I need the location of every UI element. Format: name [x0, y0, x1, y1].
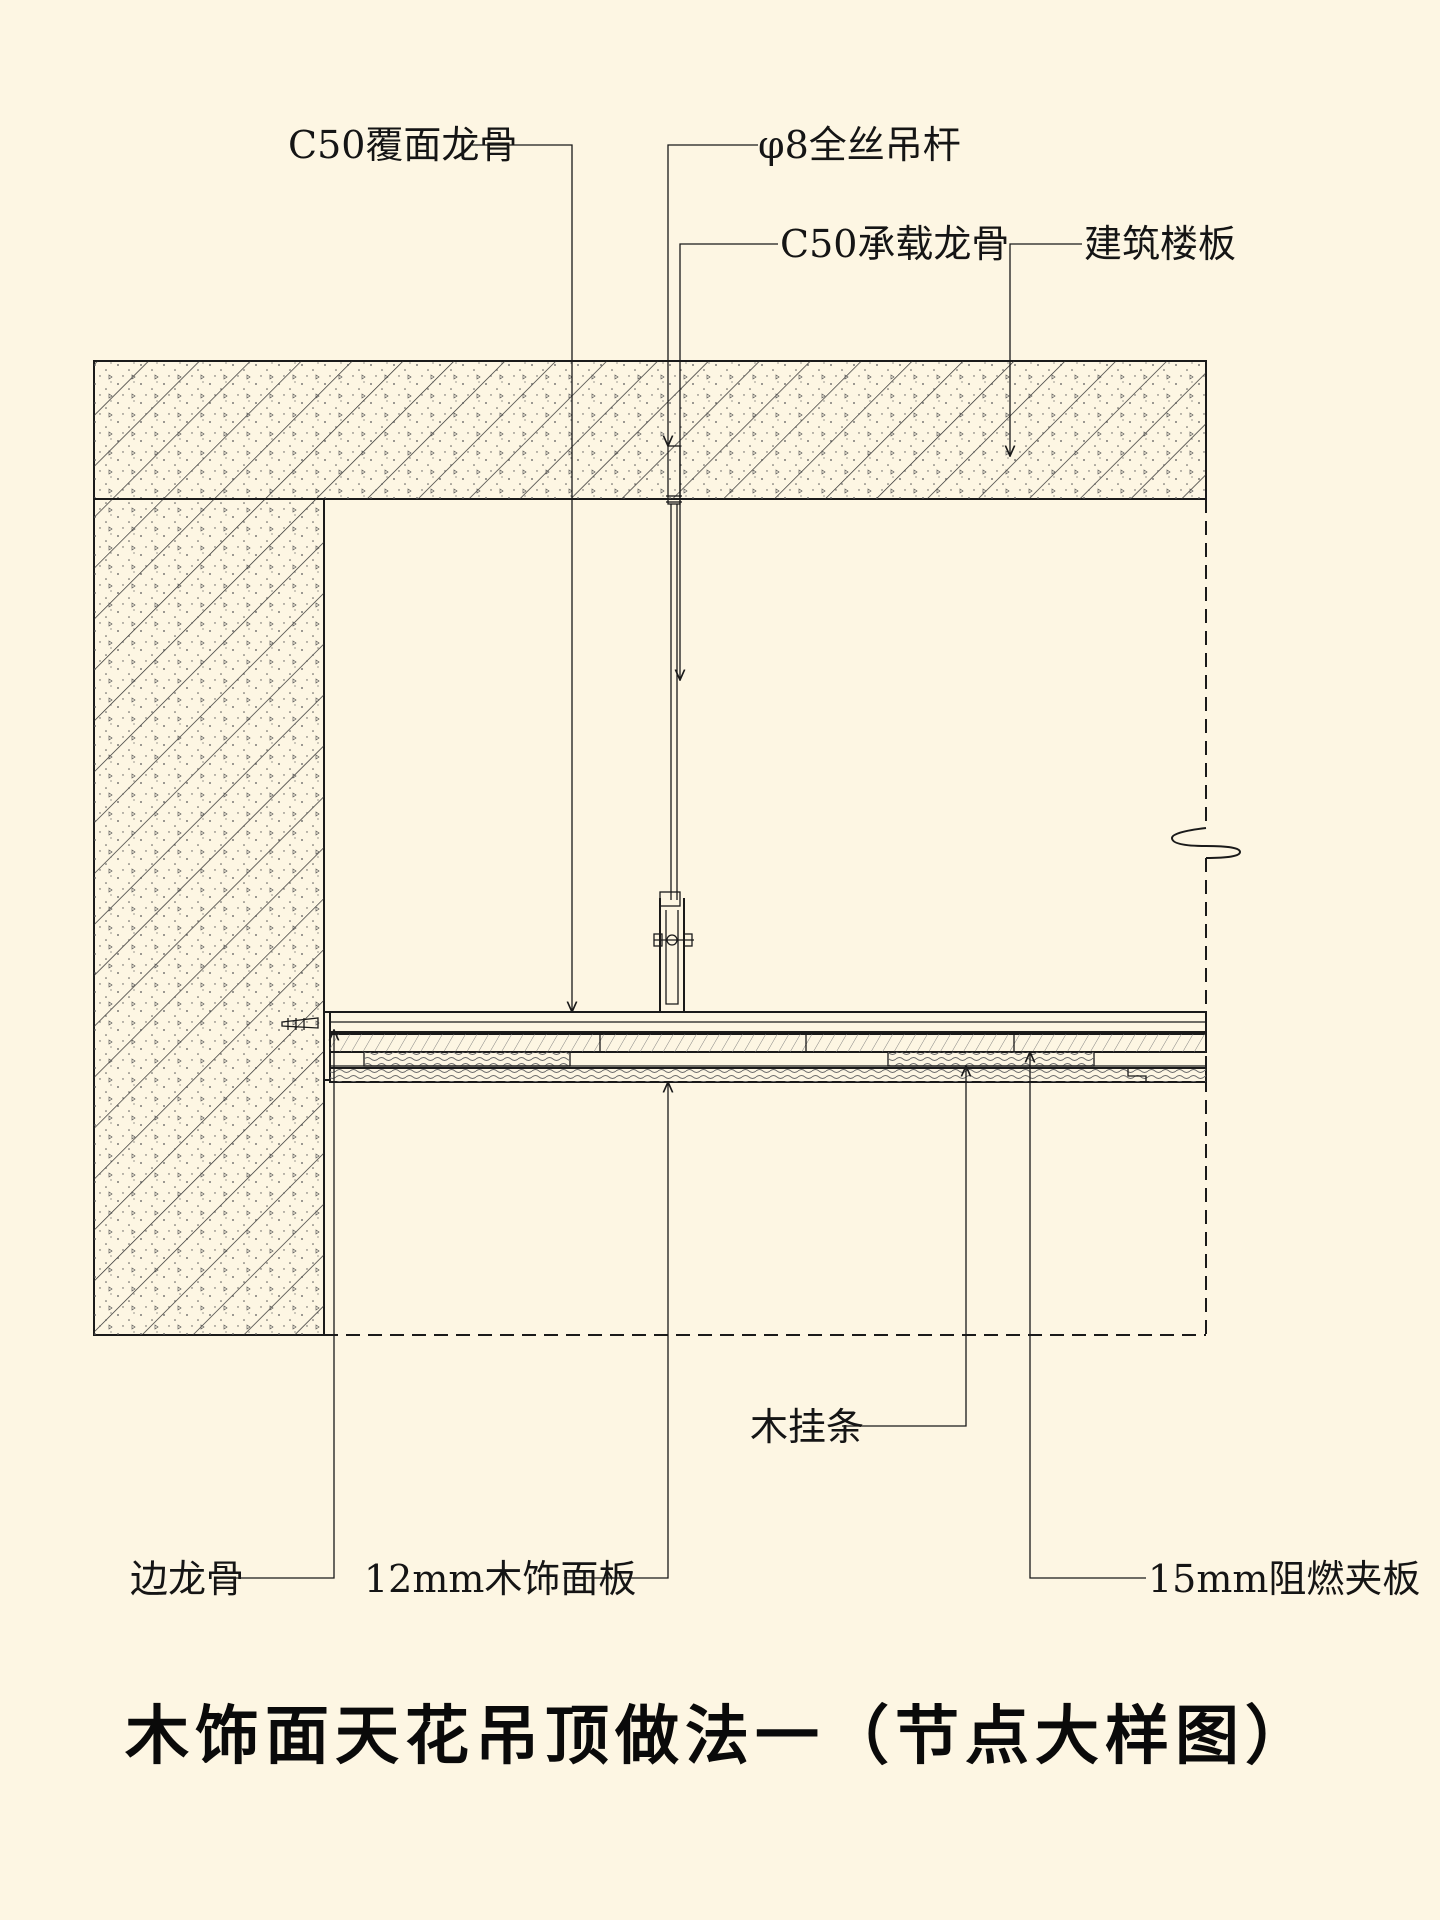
label-edge-keel: 边龙骨 [130, 1557, 244, 1601]
wood-panel-layer [329, 1067, 1207, 1083]
cover-keel [329, 1011, 1207, 1033]
edge-keel [281, 1011, 331, 1081]
label-hanger-rod: φ8全丝吊杆 [758, 123, 961, 167]
diagram-title: 木饰面天花吊顶做法一（节点大样图） [125, 1700, 1315, 1774]
label-bearing-keel: C50承载龙骨 [780, 222, 1009, 266]
wall-column [93, 498, 325, 1336]
hanger-rod [666, 445, 682, 900]
wood-battens [330, 1051, 1206, 1067]
fire-board-layer [329, 1033, 1207, 1053]
label-floor-slab: 建筑楼板 [1084, 222, 1236, 266]
label-wood-panel: 12mm木饰面板 [364, 1557, 636, 1601]
label-wood-batten: 木挂条 [750, 1405, 864, 1449]
label-cover-keel: C50覆面龙骨 [288, 123, 517, 167]
label-fire-board: 15mm阻燃夹板 [1148, 1557, 1420, 1601]
leader-lines [228, 144, 1146, 1579]
floor-slab [93, 360, 1207, 500]
bearing-keel [653, 891, 694, 1013]
boundary-dashed [324, 499, 1242, 1336]
